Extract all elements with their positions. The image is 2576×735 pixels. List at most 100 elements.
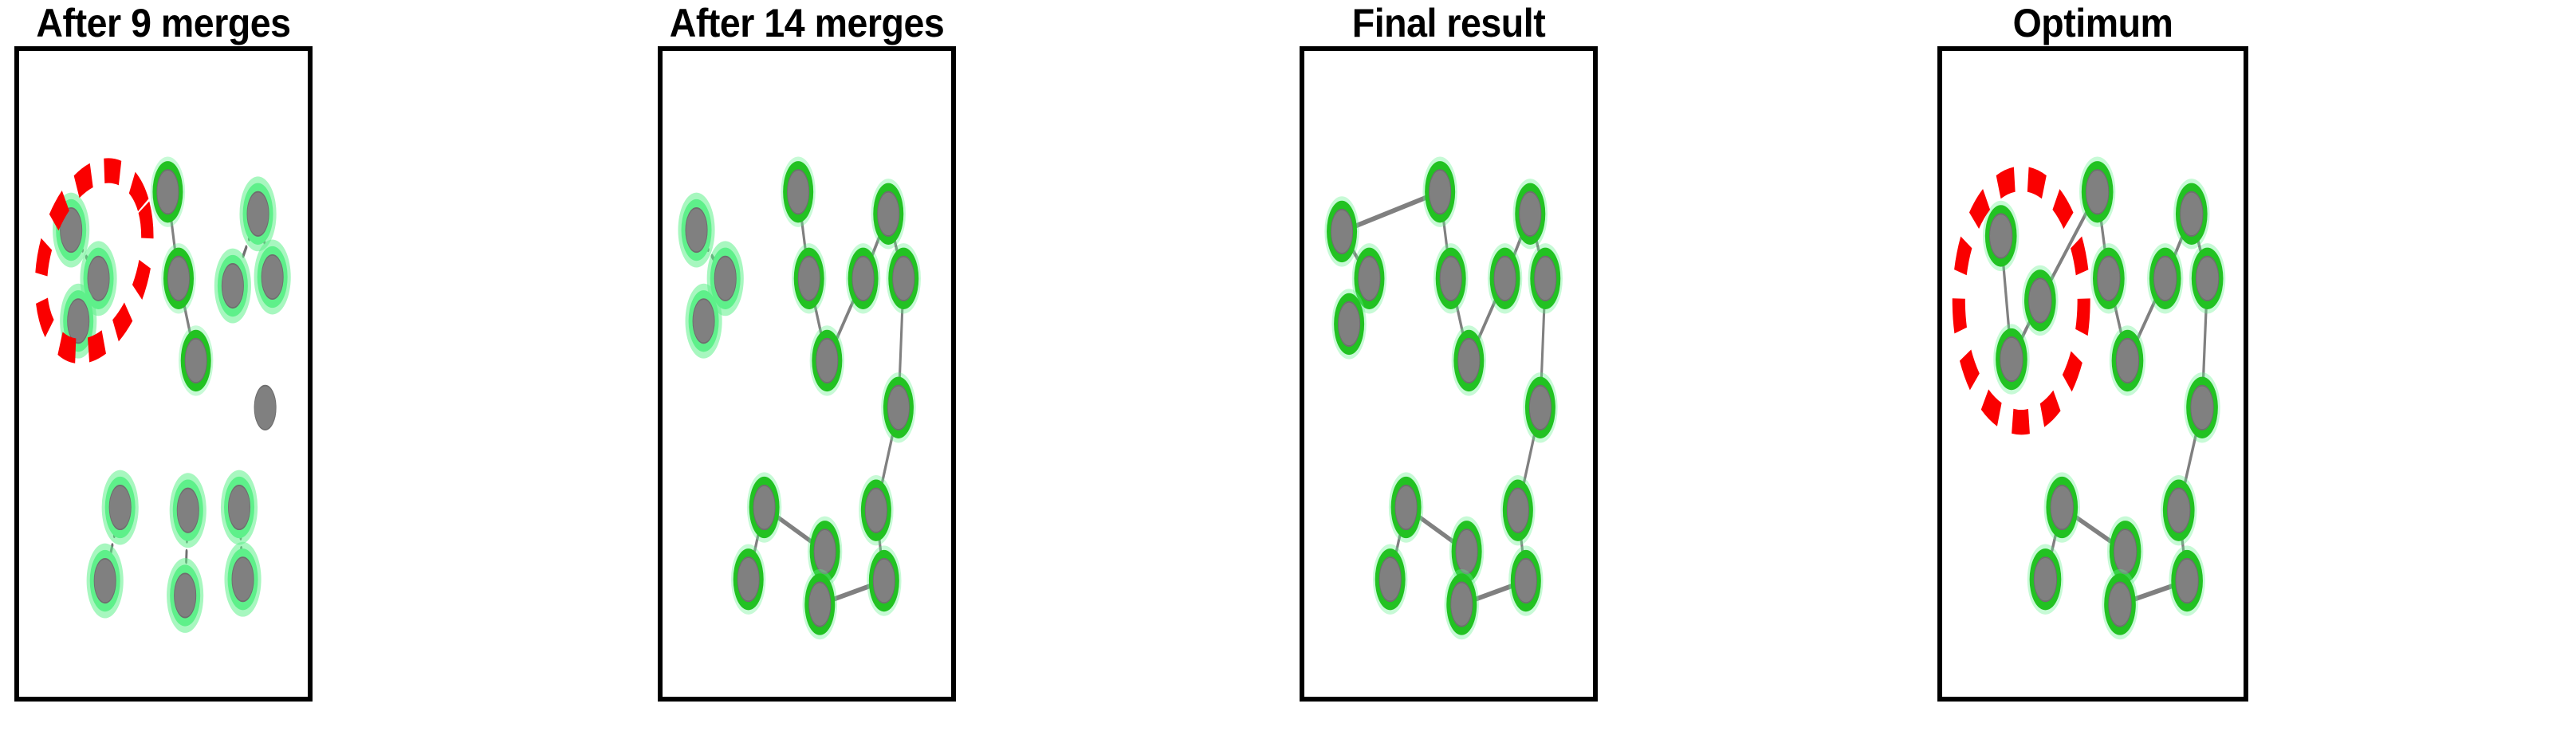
graph-node [808, 581, 832, 627]
graph-node [227, 484, 251, 531]
graph-node-ring [749, 476, 780, 539]
panel-title: Final result [1351, 1, 1546, 45]
graph-node-ring [2046, 476, 2078, 539]
graph-node [692, 298, 715, 344]
graph-node [184, 337, 207, 383]
graph-node-ring [1510, 549, 1541, 612]
graph-node [2033, 556, 2058, 603]
graph-node-ring [1327, 200, 1358, 263]
graph-node [2108, 581, 2132, 627]
graph-node-ring [180, 329, 211, 392]
graph-node [2190, 384, 2214, 430]
graph-node [1514, 558, 1537, 604]
graph-node-ring [883, 376, 914, 438]
graph-node-ring [1375, 548, 1406, 611]
graph-node-ring [2104, 573, 2136, 635]
graph-node-ring [1502, 479, 1533, 541]
graph-node [1493, 255, 1516, 301]
graph-node-ring [1996, 328, 2027, 391]
graph-node [174, 572, 197, 619]
graph-node-ring [2081, 161, 2114, 223]
panel-title: Optimum [2012, 1, 2173, 45]
graph-node [2175, 558, 2199, 604]
graph-edge-solid [1340, 189, 1441, 234]
graph-node-ring [163, 247, 195, 309]
graph-node-ring [1435, 247, 1466, 309]
graph-node [261, 254, 284, 301]
graph-node [93, 558, 116, 604]
graph-node [231, 556, 254, 603]
graph-node-ring [104, 476, 136, 539]
graph-node [2180, 191, 2204, 237]
graph-node [2028, 277, 2052, 324]
graph-node [108, 484, 132, 531]
graph-node-ring [2111, 329, 2144, 392]
graph-node-ring [2171, 549, 2203, 612]
graph-node [167, 255, 191, 301]
graph-node [1519, 191, 1542, 237]
graph-node [1989, 213, 2013, 259]
graph-node-ring [812, 329, 843, 392]
graph-node-ring [2191, 247, 2224, 309]
panel-optimum: Optimum [1937, 0, 2248, 735]
graph-node [1394, 484, 1418, 531]
graph-node-ring [2029, 548, 2062, 611]
graph-node-ring [217, 254, 248, 317]
graph-node-ring [848, 247, 879, 309]
panel-final-result: Final result [1300, 0, 1598, 735]
panel-after-9-merges: After 9 merges [14, 0, 313, 735]
graph-canvas [1952, 156, 2226, 640]
graph-node [1450, 581, 1473, 627]
graph-node-ring [681, 198, 712, 261]
graph-node [816, 337, 839, 383]
graph-node [2167, 487, 2191, 533]
graph-node [753, 484, 776, 531]
graph-node [60, 207, 83, 254]
graph-node-ring [733, 548, 764, 611]
graph-node [872, 558, 895, 604]
graph-node-ring [1354, 247, 1385, 309]
graph-node-ring [783, 161, 814, 223]
graph-node [1331, 208, 1354, 254]
graph-node-ring [89, 549, 120, 612]
graph-node [685, 207, 708, 254]
graph-node [2086, 169, 2110, 215]
graph-node-ring [1530, 247, 1561, 309]
graph-node-ring [2175, 183, 2208, 245]
graph-node [1429, 169, 1452, 215]
graph-node [176, 487, 199, 533]
graph-node [813, 529, 836, 575]
graph-node-ring [1453, 329, 1485, 392]
panel-plot-box [658, 46, 956, 702]
graph-node [2115, 337, 2140, 383]
graph-node-ring [170, 564, 201, 627]
graph-node [246, 191, 269, 237]
graph-node [1534, 255, 1557, 301]
graph-node-ring [56, 198, 87, 261]
graph-node [737, 556, 760, 603]
graph-node-ring [688, 290, 719, 352]
graph-node-ring [1390, 476, 1422, 539]
graph-node [1338, 301, 1361, 347]
graph-node-ring [1334, 293, 1365, 356]
graph-node-ring [868, 549, 899, 612]
graph-node [2113, 529, 2137, 575]
graph-node-ring [1515, 183, 1546, 245]
graph-node [2050, 484, 2074, 531]
graph-node-ring [1984, 205, 2017, 267]
graph-node-ring [2024, 269, 2056, 332]
graph-node [787, 169, 810, 215]
graph-node [254, 384, 277, 430]
graph-node [221, 263, 244, 309]
graph-canvas [678, 156, 921, 640]
graph-node-ring [1524, 376, 1555, 438]
graph-node-ring [172, 479, 203, 541]
graph-node [2153, 255, 2177, 301]
graph-node [2000, 336, 2023, 383]
graph-node-ring [804, 573, 836, 635]
graph-node [2195, 255, 2220, 301]
graph-node [2097, 255, 2121, 301]
graph-node-ring [242, 183, 273, 245]
graph-node [714, 255, 737, 301]
red-dashed-ellipse [34, 158, 154, 364]
